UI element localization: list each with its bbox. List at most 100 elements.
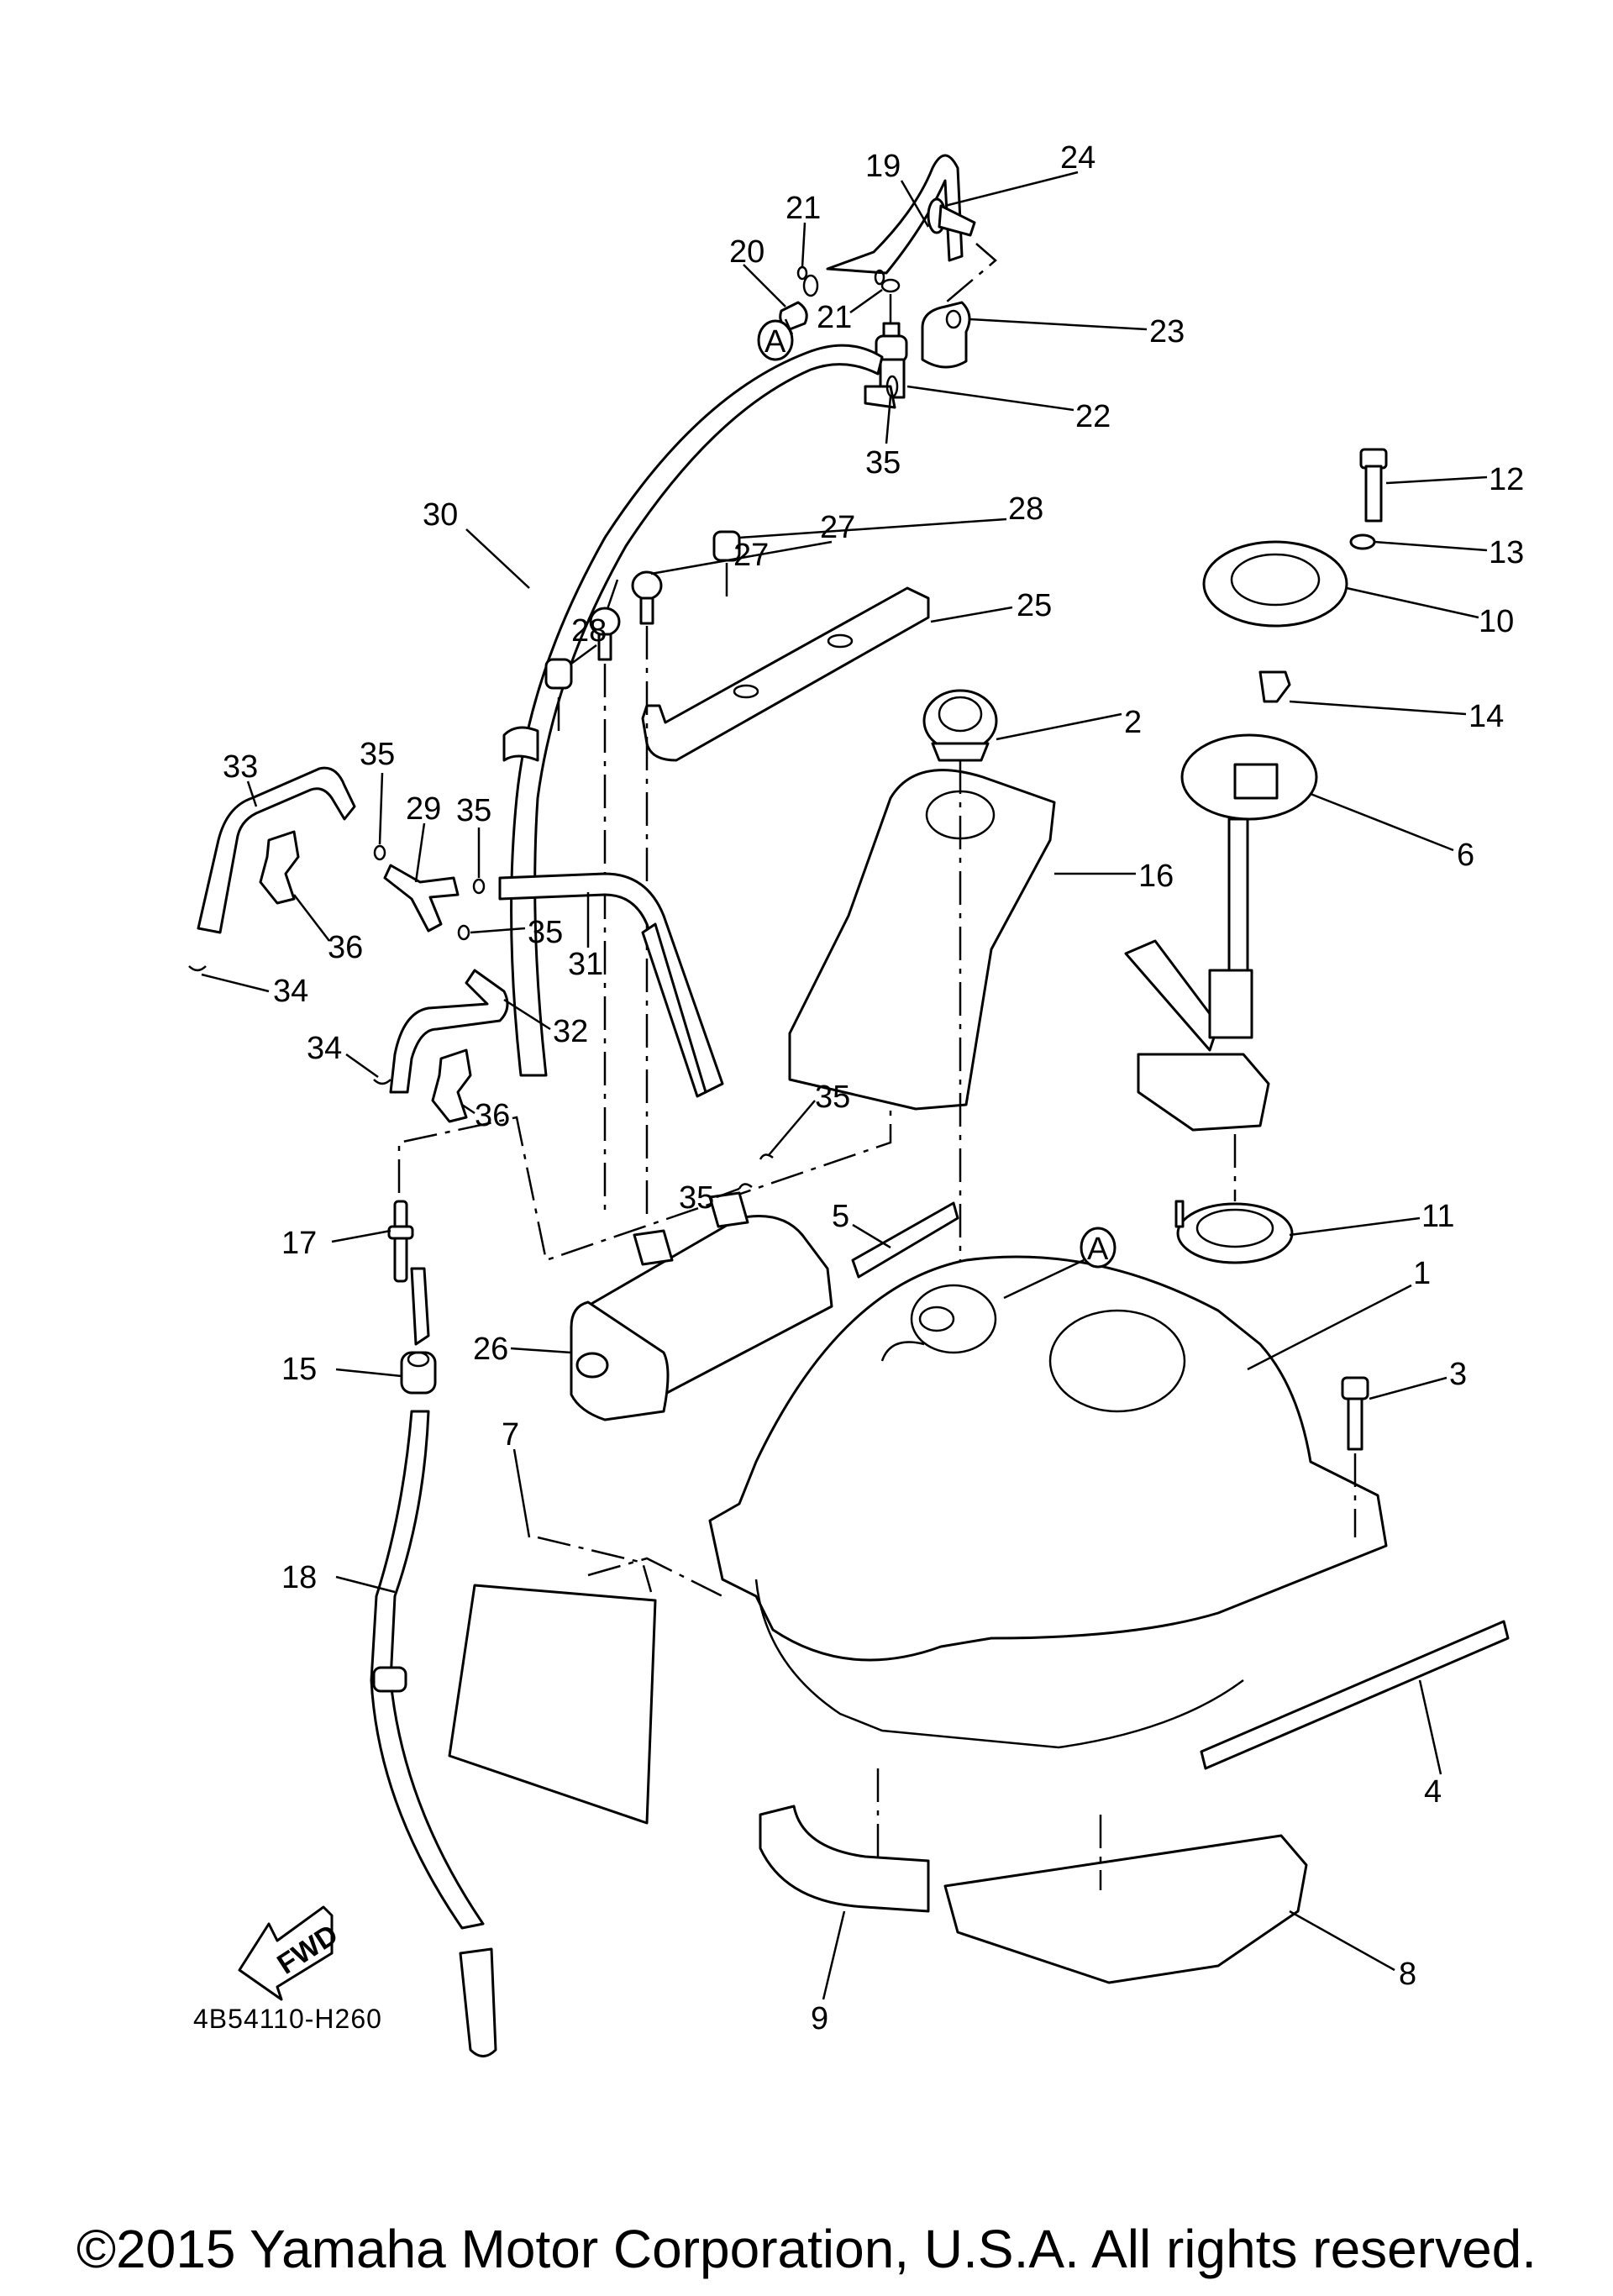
callout-34b[interactable]: 34 — [307, 1031, 379, 1079]
heat-protector-plate-part[interactable] — [448, 1584, 657, 1825]
joint-part[interactable] — [387, 1200, 414, 1283]
damper-pad-small-part[interactable] — [759, 1805, 930, 1913]
hose-holder-part-36b[interactable] — [431, 1048, 472, 1123]
callout-9[interactable]: 9 — [811, 1910, 846, 2036]
hose-part-32[interactable] — [389, 969, 509, 1094]
callout-31[interactable]: 31 — [568, 892, 603, 982]
hose-holder-part-36a[interactable] — [259, 830, 300, 905]
clip-part-21b[interactable] — [874, 269, 901, 293]
callout-30[interactable]: 30 — [423, 497, 530, 589]
pump-bolt-part[interactable] — [1359, 448, 1388, 523]
callout-35a[interactable]: 35 — [865, 396, 901, 481]
callout-3[interactable]: 3 — [1369, 1357, 1467, 1400]
three-way-joint-part[interactable] — [383, 864, 460, 933]
screw-part-27a[interactable] — [589, 607, 621, 661]
leader-line — [335, 1368, 402, 1378]
callout-21a[interactable]: 21 — [785, 191, 821, 268]
callout-4[interactable]: 4 — [1418, 1679, 1442, 1810]
clip-part-35f[interactable] — [738, 1183, 753, 1190]
fuel-tank-part[interactable] — [708, 1255, 1388, 1749]
callout-35e[interactable]: 35 — [768, 1080, 850, 1156]
callout-35d[interactable]: 35 — [470, 915, 563, 950]
callout-6[interactable]: 6 — [1310, 792, 1474, 873]
callout-number: 23 — [1149, 314, 1185, 349]
callout-10[interactable]: 10 — [1346, 586, 1514, 639]
callout-18[interactable]: 18 — [281, 1560, 396, 1595]
breather-hose-part[interactable] — [826, 154, 964, 275]
callout-27b[interactable]: 27 — [650, 510, 855, 575]
leader-line — [470, 927, 526, 934]
hose-part-33[interactable] — [197, 766, 356, 934]
fuel-cap-part[interactable] — [922, 689, 998, 762]
callout-28a[interactable]: 28 — [570, 613, 607, 665]
leader-line — [606, 579, 619, 610]
nut-part-28a[interactable] — [544, 658, 573, 690]
callout-5[interactable]: 5 — [832, 1199, 891, 1249]
callout-number: 19 — [865, 149, 901, 184]
washer-part[interactable] — [1349, 533, 1376, 550]
callout-2[interactable]: 2 — [996, 705, 1142, 741]
clip-part-35e[interactable] — [759, 1153, 774, 1160]
grommet-part[interactable] — [400, 1351, 437, 1395]
screw-part-27b[interactable] — [631, 570, 663, 625]
callout-20[interactable]: 20 — [729, 234, 786, 307]
callout-28b[interactable]: 28 — [738, 491, 1043, 539]
callout-23[interactable]: 23 — [969, 314, 1185, 349]
callout-14[interactable]: 14 — [1289, 699, 1504, 734]
fuel-pump-part[interactable] — [1124, 733, 1318, 1132]
hose-clamp-part[interactable] — [921, 301, 971, 369]
connector-part[interactable] — [1258, 670, 1291, 703]
callout-16[interactable]: 16 — [1054, 859, 1174, 894]
callout-13[interactable]: 13 — [1374, 535, 1524, 570]
damper-strip-part[interactable] — [1200, 1620, 1510, 1770]
callout-35b[interactable]: 35 — [360, 737, 395, 845]
callout-8[interactable]: 8 — [1289, 1910, 1416, 1992]
callout-34a[interactable]: 34 — [201, 973, 308, 1009]
callout-7[interactable]: 7 — [502, 1417, 531, 1538]
callout-number: 28 — [571, 613, 607, 649]
callout-12[interactable]: 12 — [1385, 462, 1524, 497]
callout-27a[interactable]: 27 — [606, 538, 769, 610]
callout-1[interactable]: 1 — [1247, 1256, 1431, 1371]
bolt-part[interactable] — [1341, 1376, 1369, 1451]
clip-part-35b[interactable] — [373, 844, 386, 861]
leader-line — [849, 288, 883, 314]
leader-line — [650, 540, 833, 575]
clip-part-21a[interactable] — [796, 265, 819, 297]
damper-pad-part[interactable] — [943, 1834, 1308, 1984]
leader-line — [510, 1347, 572, 1354]
pump-retainer-plate-part[interactable] — [1202, 540, 1348, 628]
clip-part-34a[interactable] — [188, 965, 207, 972]
clip-part-34b[interactable] — [373, 1079, 391, 1085]
filler-cover-part[interactable] — [788, 769, 1056, 1111]
callout-11[interactable]: 11 — [1289, 1199, 1454, 1237]
hose-part-31[interactable] — [498, 872, 724, 1094]
callout-number: 26 — [473, 1332, 508, 1367]
callout-26[interactable]: 26 — [473, 1332, 572, 1367]
clip-part-35a[interactable] — [885, 375, 899, 398]
callout-19[interactable]: 19 — [865, 149, 930, 228]
callout-number: 21 — [817, 300, 852, 335]
pump-gasket-ring-part[interactable] — [1174, 1200, 1294, 1264]
callout-15[interactable]: 15 — [281, 1352, 402, 1387]
callout-25[interactable]: 25 — [930, 588, 1052, 623]
callout-22[interactable]: 22 — [906, 385, 1111, 434]
callout-35c[interactable]: 35 — [456, 793, 491, 878]
clip-part-35c[interactable] — [472, 878, 486, 895]
callout-36a[interactable]: 36 — [293, 894, 363, 965]
hose-part-30[interactable] — [510, 344, 884, 1077]
callout-35f[interactable]: 35 — [679, 1180, 740, 1216]
callout-32[interactable]: 32 — [503, 998, 588, 1049]
clip-part-35d[interactable] — [457, 924, 470, 941]
callout-21b[interactable]: 21 — [817, 288, 883, 335]
drain-hose-part[interactable] — [370, 1410, 497, 2057]
canister-part[interactable] — [570, 1191, 833, 1421]
callout-36b[interactable]: 36 — [461, 1098, 510, 1133]
canister-bracket-part[interactable] — [641, 586, 930, 762]
callout-24[interactable]: 24 — [944, 140, 1095, 208]
callout-29[interactable]: 29 — [406, 791, 441, 883]
screw-part-24[interactable] — [927, 197, 976, 237]
callout-33[interactable]: 33 — [223, 749, 258, 807]
callout-17[interactable]: 17 — [281, 1226, 391, 1261]
damper-block-part[interactable] — [851, 1201, 959, 1279]
